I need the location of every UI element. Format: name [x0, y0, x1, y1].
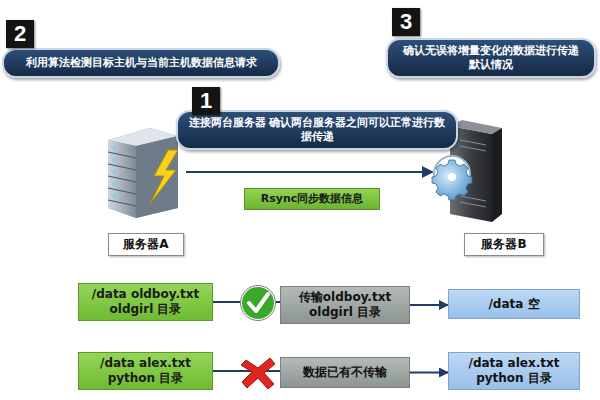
node-text: 服务器B — [481, 237, 526, 252]
cross-icon — [241, 358, 275, 389]
node-text: /data alex.txt python 目录 — [85, 356, 206, 386]
node-text: /data 空 — [488, 297, 539, 312]
process-box: Rsync同步数据信息 — [244, 188, 380, 210]
server-a-icon — [108, 128, 178, 218]
callout-number: 1 — [192, 87, 220, 115]
callout-number: 3 — [392, 8, 420, 36]
node-text: 服务器A — [123, 237, 168, 252]
node-text: /data alex.txt python 目录 — [455, 356, 573, 386]
node-text: 数据已有不传输 — [303, 365, 387, 380]
check-icon — [241, 286, 276, 321]
target-box: /data alex.txt python 目录 — [448, 352, 580, 390]
server-label: 服务器A — [108, 233, 184, 256]
node-text: Rsync同步数据信息 — [261, 192, 364, 206]
node-text: 利用算法检测目标主机与当前主机数据信息请求 — [26, 56, 257, 70]
transfer-arrow — [186, 166, 434, 178]
node-text: 连接两台服务器 确认两台服务器之间可以正常进行数据传递 — [188, 116, 446, 144]
node-text: /data oldboy.txt oldgirl 目录 — [85, 287, 206, 317]
action-box: 传输oldboy.txt oldgirl 目录 — [280, 286, 410, 324]
node-text: 确认无误将增量变化的数据进行传递 默认情况 — [398, 44, 584, 72]
action-box: 数据已有不传输 — [280, 357, 410, 388]
source-box: /data alex.txt python 目录 — [78, 352, 213, 390]
connector — [410, 304, 448, 306]
server-label: 服务器B — [464, 233, 544, 256]
info-pill: 确认无误将增量变化的数据进行传递 默认情况 — [386, 38, 596, 78]
node-text: 传输oldboy.txt oldgirl 目录 — [287, 290, 403, 320]
info-pill: 利用算法检测目标主机与当前主机数据信息请求 — [2, 48, 280, 78]
target-box: /data 空 — [448, 289, 580, 319]
connector — [213, 370, 280, 372]
source-box: /data oldboy.txt oldgirl 目录 — [78, 283, 213, 321]
callout-number: 2 — [6, 20, 34, 48]
info-pill: 连接两台服务器 确认两台服务器之间可以正常进行数据传递 — [176, 110, 458, 150]
connector — [410, 372, 448, 374]
